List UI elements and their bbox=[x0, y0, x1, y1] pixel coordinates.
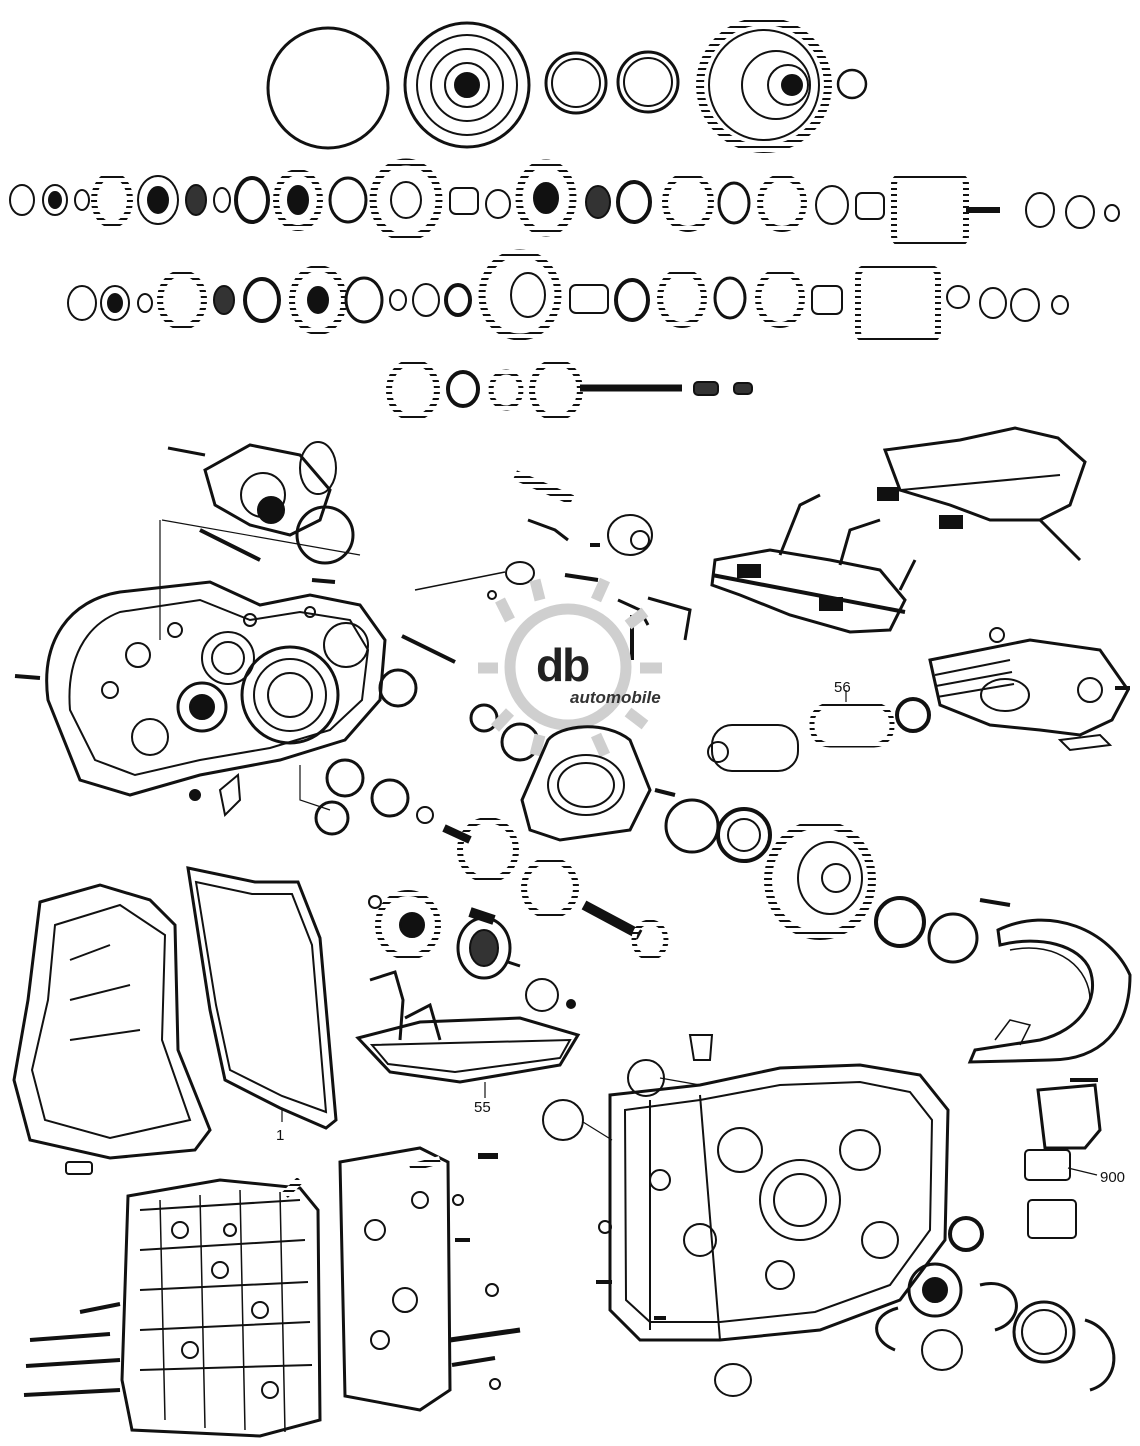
filter-o-ring bbox=[895, 697, 931, 733]
transmission-case bbox=[542, 1034, 950, 1397]
logo-gear bbox=[478, 577, 662, 758]
shaft-row-1 bbox=[9, 158, 1120, 247]
shift-fork-assembly bbox=[710, 426, 1087, 634]
gear bbox=[631, 919, 669, 961]
callout-55: 55 bbox=[474, 1099, 491, 1116]
oil-pan-gasket-1 bbox=[186, 866, 338, 1130]
gear bbox=[478, 249, 562, 341]
seal-ring bbox=[295, 505, 355, 565]
callout-900: 900 bbox=[1100, 1169, 1126, 1186]
heat-shield bbox=[967, 918, 1132, 1064]
gear bbox=[386, 359, 440, 421]
oil-strainer-55 bbox=[355, 970, 581, 1098]
bolts-and-small-parts bbox=[14, 470, 692, 836]
gear bbox=[157, 270, 207, 330]
o-ring bbox=[378, 668, 418, 708]
callout-56: 56 bbox=[834, 679, 851, 696]
oil-filter-56 bbox=[809, 702, 895, 748]
gear bbox=[488, 369, 524, 411]
output-shaft-row bbox=[386, 359, 753, 421]
oil-pump-assembly bbox=[159, 441, 361, 640]
gearbox-housing bbox=[45, 580, 387, 797]
final-drive-gear bbox=[764, 820, 876, 940]
pump-gears bbox=[368, 890, 576, 1012]
gear bbox=[657, 268, 707, 328]
gear bbox=[457, 817, 519, 883]
drain-bolt bbox=[65, 1161, 93, 1175]
separator-plate bbox=[338, 1146, 521, 1412]
valve-body bbox=[23, 1177, 322, 1438]
gear bbox=[515, 159, 577, 237]
differential-cover bbox=[520, 725, 676, 842]
gear bbox=[662, 172, 714, 232]
gear bbox=[529, 359, 583, 421]
oil-cooler-assembly bbox=[707, 627, 1130, 772]
shaft-row-2 bbox=[67, 249, 1069, 343]
small-ring bbox=[836, 68, 868, 100]
case-seals bbox=[875, 1216, 1116, 1392]
clutch-basket bbox=[696, 17, 832, 153]
clutch-drum bbox=[403, 21, 531, 149]
logo-mark: db bbox=[536, 639, 590, 691]
gear bbox=[289, 265, 347, 335]
gear bbox=[755, 268, 805, 328]
differential-row bbox=[442, 798, 1011, 964]
snap-ring bbox=[266, 26, 390, 150]
gear bbox=[369, 158, 443, 242]
actuator-900 bbox=[1024, 1078, 1102, 1239]
gear bbox=[375, 890, 441, 960]
clutch-ring bbox=[616, 50, 680, 114]
oil-pan bbox=[12, 883, 212, 1160]
logo-subtitle: automobile bbox=[570, 688, 661, 707]
gear bbox=[521, 857, 579, 919]
gear bbox=[91, 172, 133, 228]
clutch-ring bbox=[544, 51, 608, 115]
gear-cluster bbox=[855, 265, 941, 343]
top-clutch-row bbox=[266, 17, 868, 153]
callout-1: 1 bbox=[276, 1127, 285, 1144]
gear bbox=[757, 174, 807, 232]
gear-cluster bbox=[891, 173, 969, 247]
gear bbox=[273, 169, 323, 231]
